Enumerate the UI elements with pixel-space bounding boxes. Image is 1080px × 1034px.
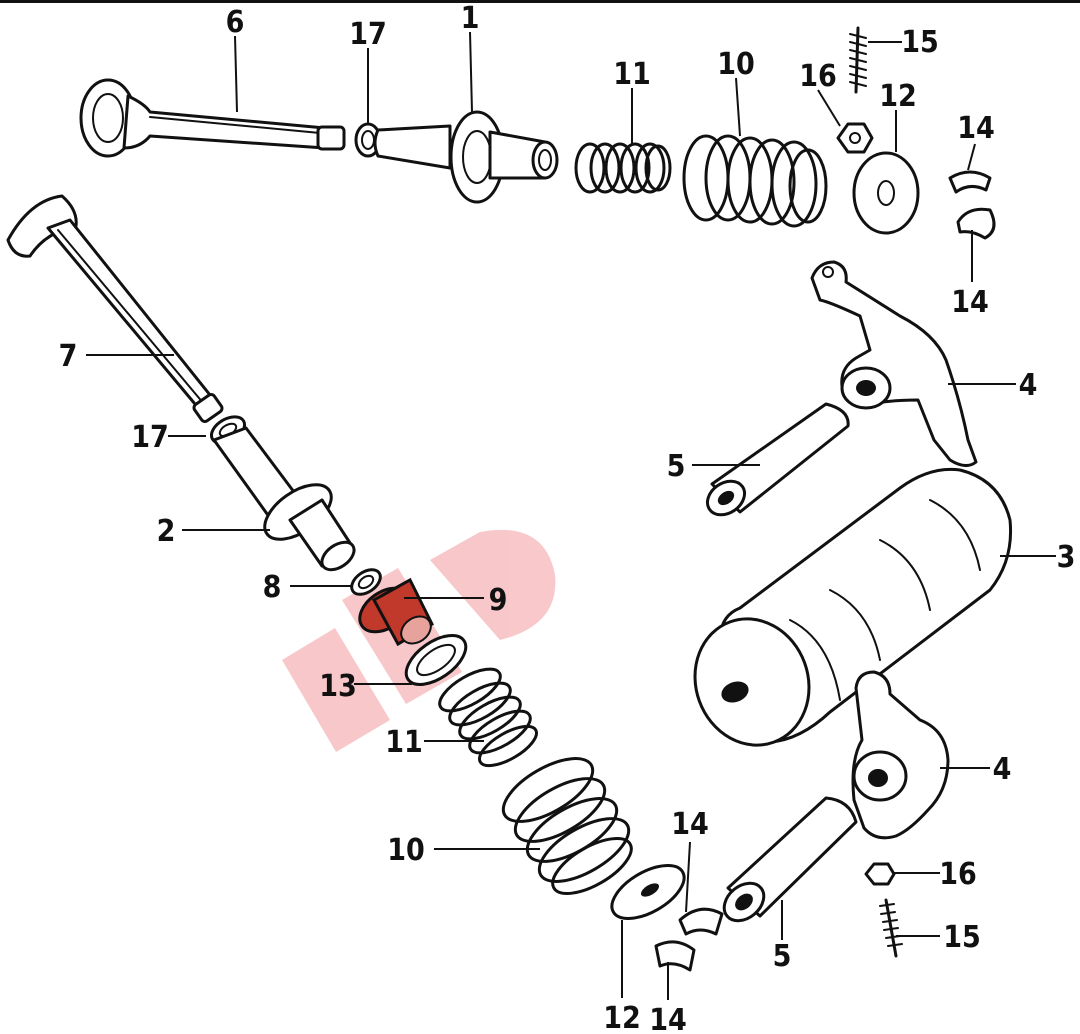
valve-upper	[79, 78, 346, 158]
label-9: 9	[489, 583, 508, 618]
label-16-upper: 16	[799, 59, 837, 94]
label-14-lower-bottom: 14	[649, 1003, 687, 1034]
rocker-shaft-upper	[705, 402, 850, 517]
outer-spring-lower	[501, 757, 633, 895]
label-6: 6	[226, 5, 245, 40]
label-12-upper: 12	[879, 79, 917, 114]
rocker-arm-lower	[851, 670, 950, 840]
washer-13	[404, 634, 468, 686]
label-11-lower: 11	[385, 725, 423, 760]
inner-spring-lower	[438, 667, 538, 768]
label-3: 3	[1057, 540, 1076, 575]
nut-lower	[864, 862, 896, 886]
valve-guide-upper	[373, 110, 559, 204]
retainer-upper	[852, 151, 920, 235]
label-10-upper: 10	[717, 47, 755, 82]
valve-lower	[6, 194, 224, 424]
label-11-upper: 11	[613, 57, 651, 92]
screw-upper	[849, 26, 867, 94]
label-15-lower: 15	[943, 920, 981, 955]
valve-guide-lower	[212, 426, 356, 572]
label-17-lower: 17	[131, 420, 169, 455]
label-14-lower-top: 14	[671, 807, 709, 842]
cotters-upper	[948, 170, 996, 240]
top-border	[0, 0, 1080, 3]
label-12-lower: 12	[603, 1001, 641, 1034]
label-2: 2	[157, 514, 176, 549]
label-8: 8	[263, 570, 282, 605]
highlighted-part-9	[358, 577, 434, 647]
label-4-upper: 4	[1019, 368, 1038, 403]
label-13: 13	[319, 669, 357, 704]
retainer-lower	[610, 864, 686, 920]
label-14-top: 14	[957, 111, 995, 146]
label-14-upper-bottom: 14	[951, 285, 989, 320]
camshaft	[693, 467, 1013, 747]
label-5-lower: 5	[773, 939, 792, 974]
label-15-upper: 15	[901, 25, 939, 60]
inner-spring-upper	[574, 142, 672, 194]
label-16-lower: 16	[939, 857, 977, 892]
seal-8	[350, 568, 382, 596]
part-labels: 6 17 1 11 10 16 15 12 14 14 7 17 2 8 9 1…	[59, 1, 1076, 1034]
label-5-upper: 5	[667, 449, 686, 484]
outer-spring-upper	[682, 134, 828, 228]
rocker-shaft-lower	[722, 796, 858, 923]
screw-lower	[879, 898, 903, 958]
cotters-lower	[654, 907, 724, 972]
nut-upper	[836, 122, 874, 154]
label-7: 7	[59, 339, 78, 374]
leader-lines	[86, 31, 1056, 1000]
rocker-arm-upper	[810, 260, 978, 467]
label-4-lower: 4	[993, 752, 1012, 787]
label-10-lower: 10	[387, 833, 425, 868]
label-17-upper: 17	[349, 17, 387, 52]
label-1: 1	[461, 1, 480, 36]
